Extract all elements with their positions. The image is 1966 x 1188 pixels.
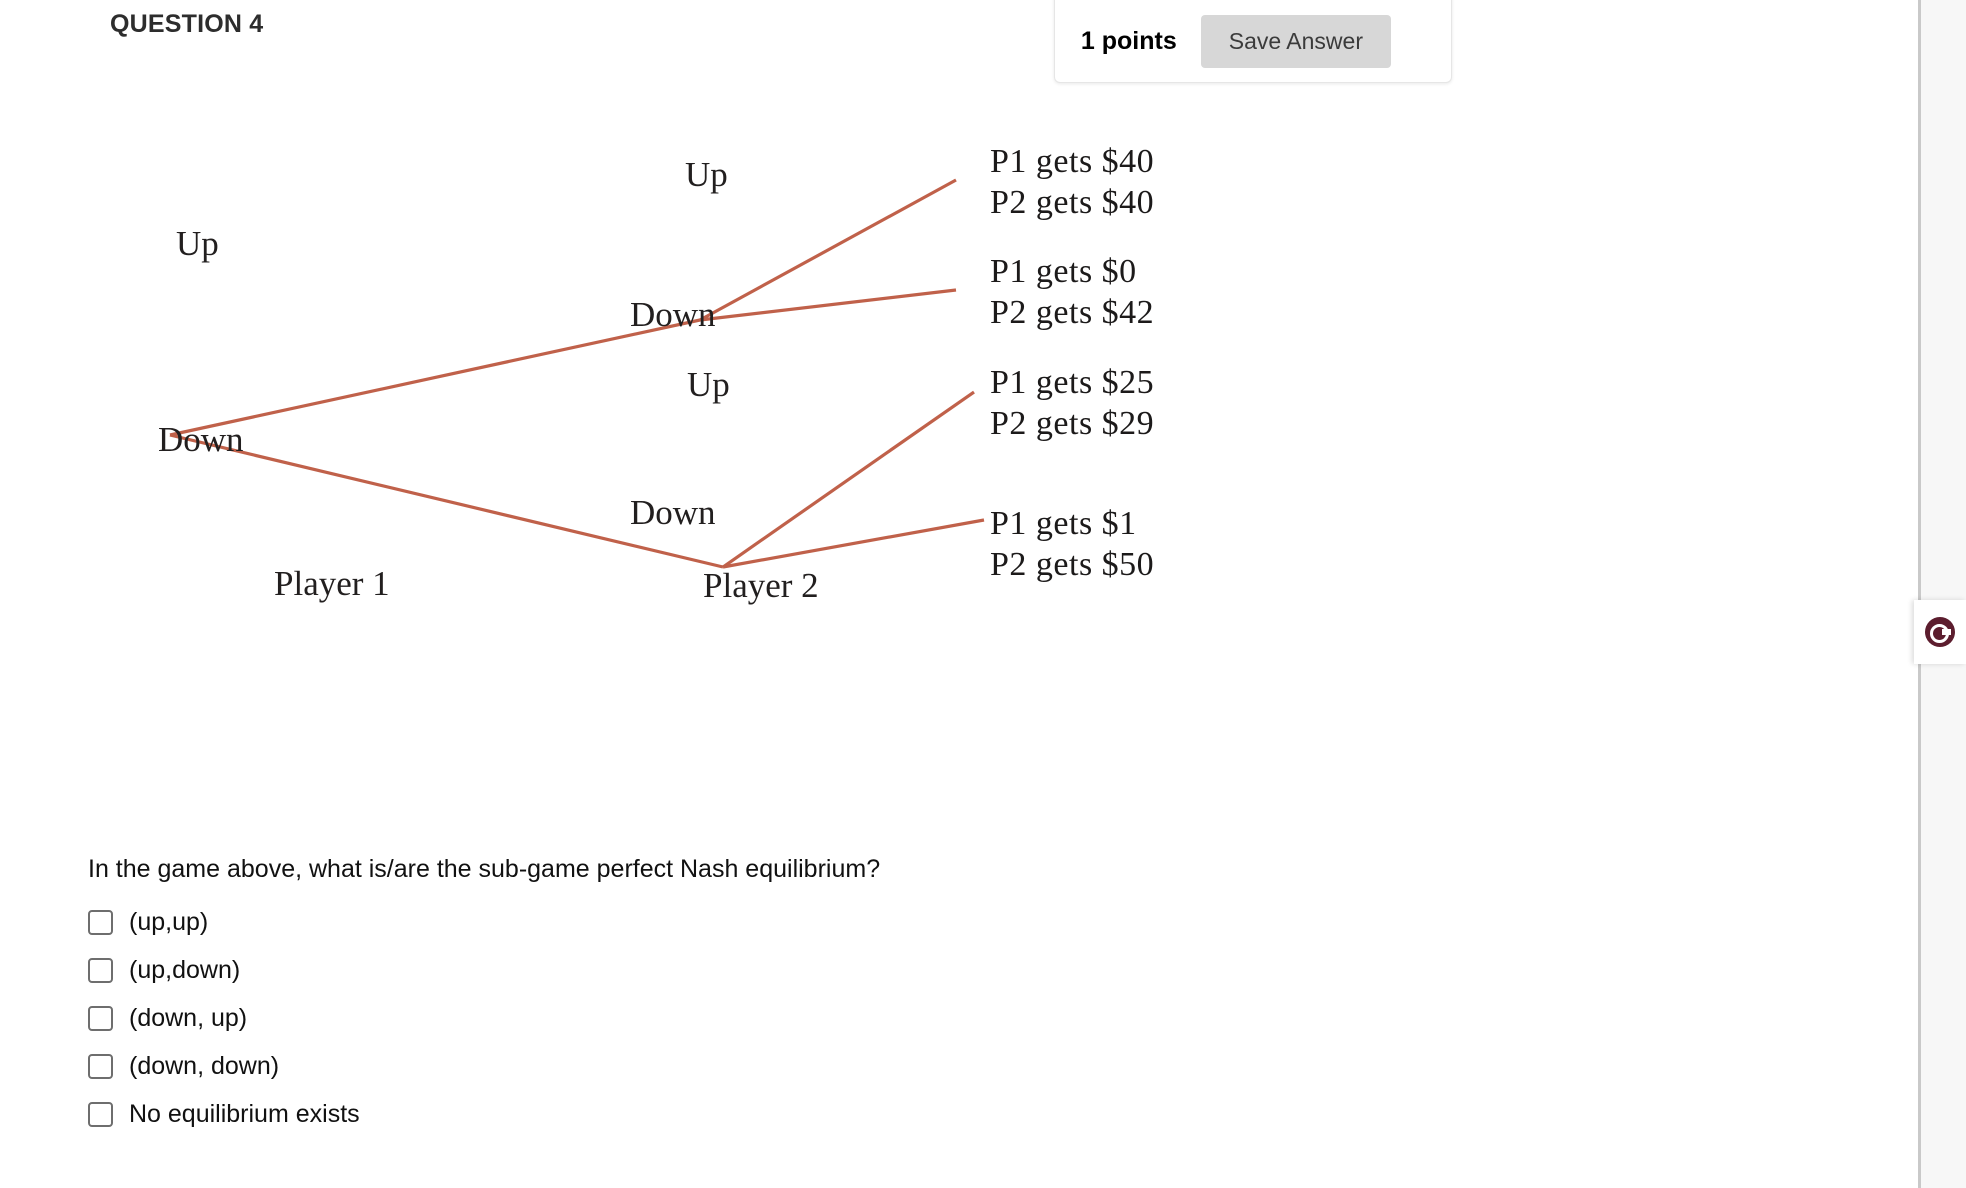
points-panel: 1 points Save Answer bbox=[1054, 0, 1452, 83]
question-content-area: QUESTION 4 1 points Save Answer Up Down bbox=[88, 0, 1452, 1138]
edge-p2-upper-up bbox=[699, 178, 957, 322]
label-p2-upper-up: Up bbox=[685, 155, 728, 194]
option-row-down-up[interactable]: (down, up) bbox=[88, 994, 360, 1042]
page-title: QUESTION 4 bbox=[110, 10, 264, 38]
label-p2-upper-down: Down bbox=[630, 295, 716, 334]
right-rail[interactable] bbox=[1918, 0, 1966, 1188]
checkbox-no-equilibrium[interactable] bbox=[88, 1101, 113, 1127]
option-label-up-down[interactable]: (up,down) bbox=[129, 955, 241, 984]
option-row-no-equilibrium[interactable]: No equilibrium exists bbox=[88, 1090, 360, 1138]
option-label-up-up[interactable]: (up,up) bbox=[129, 907, 209, 936]
label-p1-down: Down bbox=[158, 420, 244, 459]
option-label-down-down[interactable]: (down, down) bbox=[129, 1051, 280, 1080]
edge-p2-lower-down bbox=[722, 518, 985, 569]
edge-p2-upper-down bbox=[699, 288, 957, 322]
payoff-2-p2: P2 gets $42 bbox=[990, 294, 1155, 331]
checkbox-down-up[interactable] bbox=[88, 1005, 113, 1031]
label-player-2: Player 2 bbox=[703, 566, 819, 605]
label-p2-lower-down: Down bbox=[630, 493, 716, 532]
label-player-1: Player 1 bbox=[274, 564, 390, 603]
save-answer-button[interactable]: Save Answer bbox=[1200, 14, 1391, 68]
points-label: 1 points bbox=[1080, 26, 1177, 55]
option-label-down-up[interactable]: (down, up) bbox=[129, 1003, 248, 1032]
option-row-down-down[interactable]: (down, down) bbox=[88, 1042, 360, 1090]
option-label-no-equilibrium[interactable]: No equilibrium exists bbox=[129, 1099, 360, 1128]
question-prompt: In the game above, what is/are the sub-g… bbox=[88, 855, 881, 883]
payoff-4-p1: P1 gets $1 bbox=[990, 505, 1137, 542]
edge-p1-up bbox=[169, 318, 701, 437]
label-p2-lower-up: Up bbox=[687, 365, 730, 404]
edge-p1-down bbox=[169, 433, 724, 569]
payoff-4-p2: P2 gets $50 bbox=[990, 546, 1155, 583]
checkbox-up-up[interactable] bbox=[88, 909, 113, 935]
checkbox-up-down[interactable] bbox=[88, 957, 113, 983]
option-row-up-down[interactable]: (up,down) bbox=[88, 946, 360, 994]
label-p1-up: Up bbox=[176, 224, 219, 263]
game-tree-edges bbox=[169, 178, 985, 569]
game-tree-diagram: Up Down Up Down Up Down P1 gets $40 P2 g… bbox=[90, 120, 1450, 760]
payoff-3-p1: P1 gets $25 bbox=[990, 364, 1155, 401]
answer-options-list: (up,up) (up,down) (down, up) (down, down… bbox=[88, 898, 360, 1138]
option-row-up-up[interactable]: (up,up) bbox=[88, 898, 360, 946]
payoff-1-p2: P2 gets $40 bbox=[990, 184, 1155, 221]
payoff-1-p1: P1 gets $40 bbox=[990, 143, 1155, 180]
edge-p2-lower-up bbox=[722, 390, 975, 569]
checkbox-down-down[interactable] bbox=[88, 1053, 113, 1079]
payoff-2-p1: P1 gets $0 bbox=[990, 253, 1137, 290]
feedback-tab[interactable] bbox=[1914, 600, 1966, 664]
feedback-circle-icon[interactable] bbox=[1925, 617, 1955, 647]
payoff-3-p2: P2 gets $29 bbox=[990, 405, 1155, 442]
